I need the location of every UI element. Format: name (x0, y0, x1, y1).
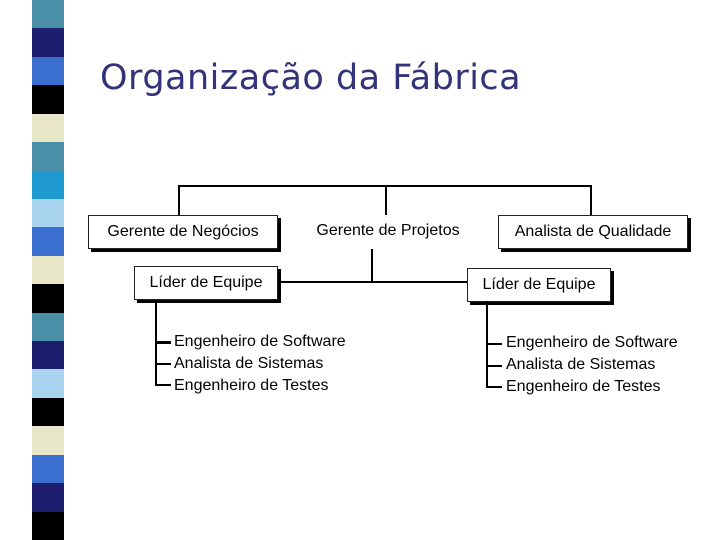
team-left-list: Engenheiro de Software Analista de Siste… (174, 331, 346, 397)
stripe-segment (32, 483, 64, 513)
connector-lider-bar (276, 281, 476, 283)
stripe-segment (32, 341, 64, 370)
stripe-segment (32, 85, 64, 115)
gerente-projetos-box: Gerente de Projetos (294, 215, 482, 247)
stripe-segment (32, 426, 64, 456)
connector-to-qualidade (590, 185, 592, 215)
team-left-member: Engenheiro de Software (174, 333, 346, 350)
team-left-tick-3 (155, 384, 171, 386)
connector-projetos-down (371, 249, 373, 282)
team-right-tick-2 (486, 365, 502, 367)
stripe-segment (32, 142, 64, 171)
stripe-segment (32, 284, 64, 314)
stripe-segment (32, 369, 64, 399)
slide-title: Organização da Fábrica (100, 58, 522, 98)
team-right-member: Analista de Sistemas (506, 356, 656, 373)
team-right-tick-1 (486, 343, 502, 345)
team-left-tick-1 (155, 341, 171, 344)
stripe-segment (32, 198, 64, 228)
stripe-segment (32, 0, 64, 29)
team-right-member: Engenheiro de Testes (506, 378, 661, 395)
stripe-segment (32, 28, 64, 58)
stripe-segment (32, 56, 64, 86)
lider-equipe-left-box: Líder de Equipe (134, 266, 278, 300)
team-right-member: Engenheiro de Software (506, 334, 678, 351)
team-right-tick-3 (486, 386, 502, 388)
lider-equipe-right-box: Líder de Equipe (467, 268, 611, 302)
stripe-segment (32, 312, 64, 342)
stripe-segment (32, 227, 64, 257)
analista-qualidade-box: Analista de Qualidade (498, 215, 688, 249)
decorative-stripe (32, 0, 64, 540)
team-left-tick-2 (155, 363, 171, 365)
team-left-member: Analista de Sistemas (174, 355, 324, 372)
stripe-segment (32, 113, 64, 143)
stripe-segment (32, 397, 64, 427)
stripe-segment (32, 511, 64, 540)
stripe-segment (32, 255, 64, 285)
team-left-member: Engenheiro de Testes (174, 377, 329, 394)
connector-to-negocios (178, 185, 180, 215)
connector-to-projetos (385, 185, 387, 215)
stripe-segment (32, 170, 64, 200)
team-right-list: Engenheiro de Software Analista de Siste… (506, 332, 678, 398)
stripe-segment (32, 454, 64, 484)
gerente-negocios-box: Gerente de Negócios (88, 215, 278, 249)
